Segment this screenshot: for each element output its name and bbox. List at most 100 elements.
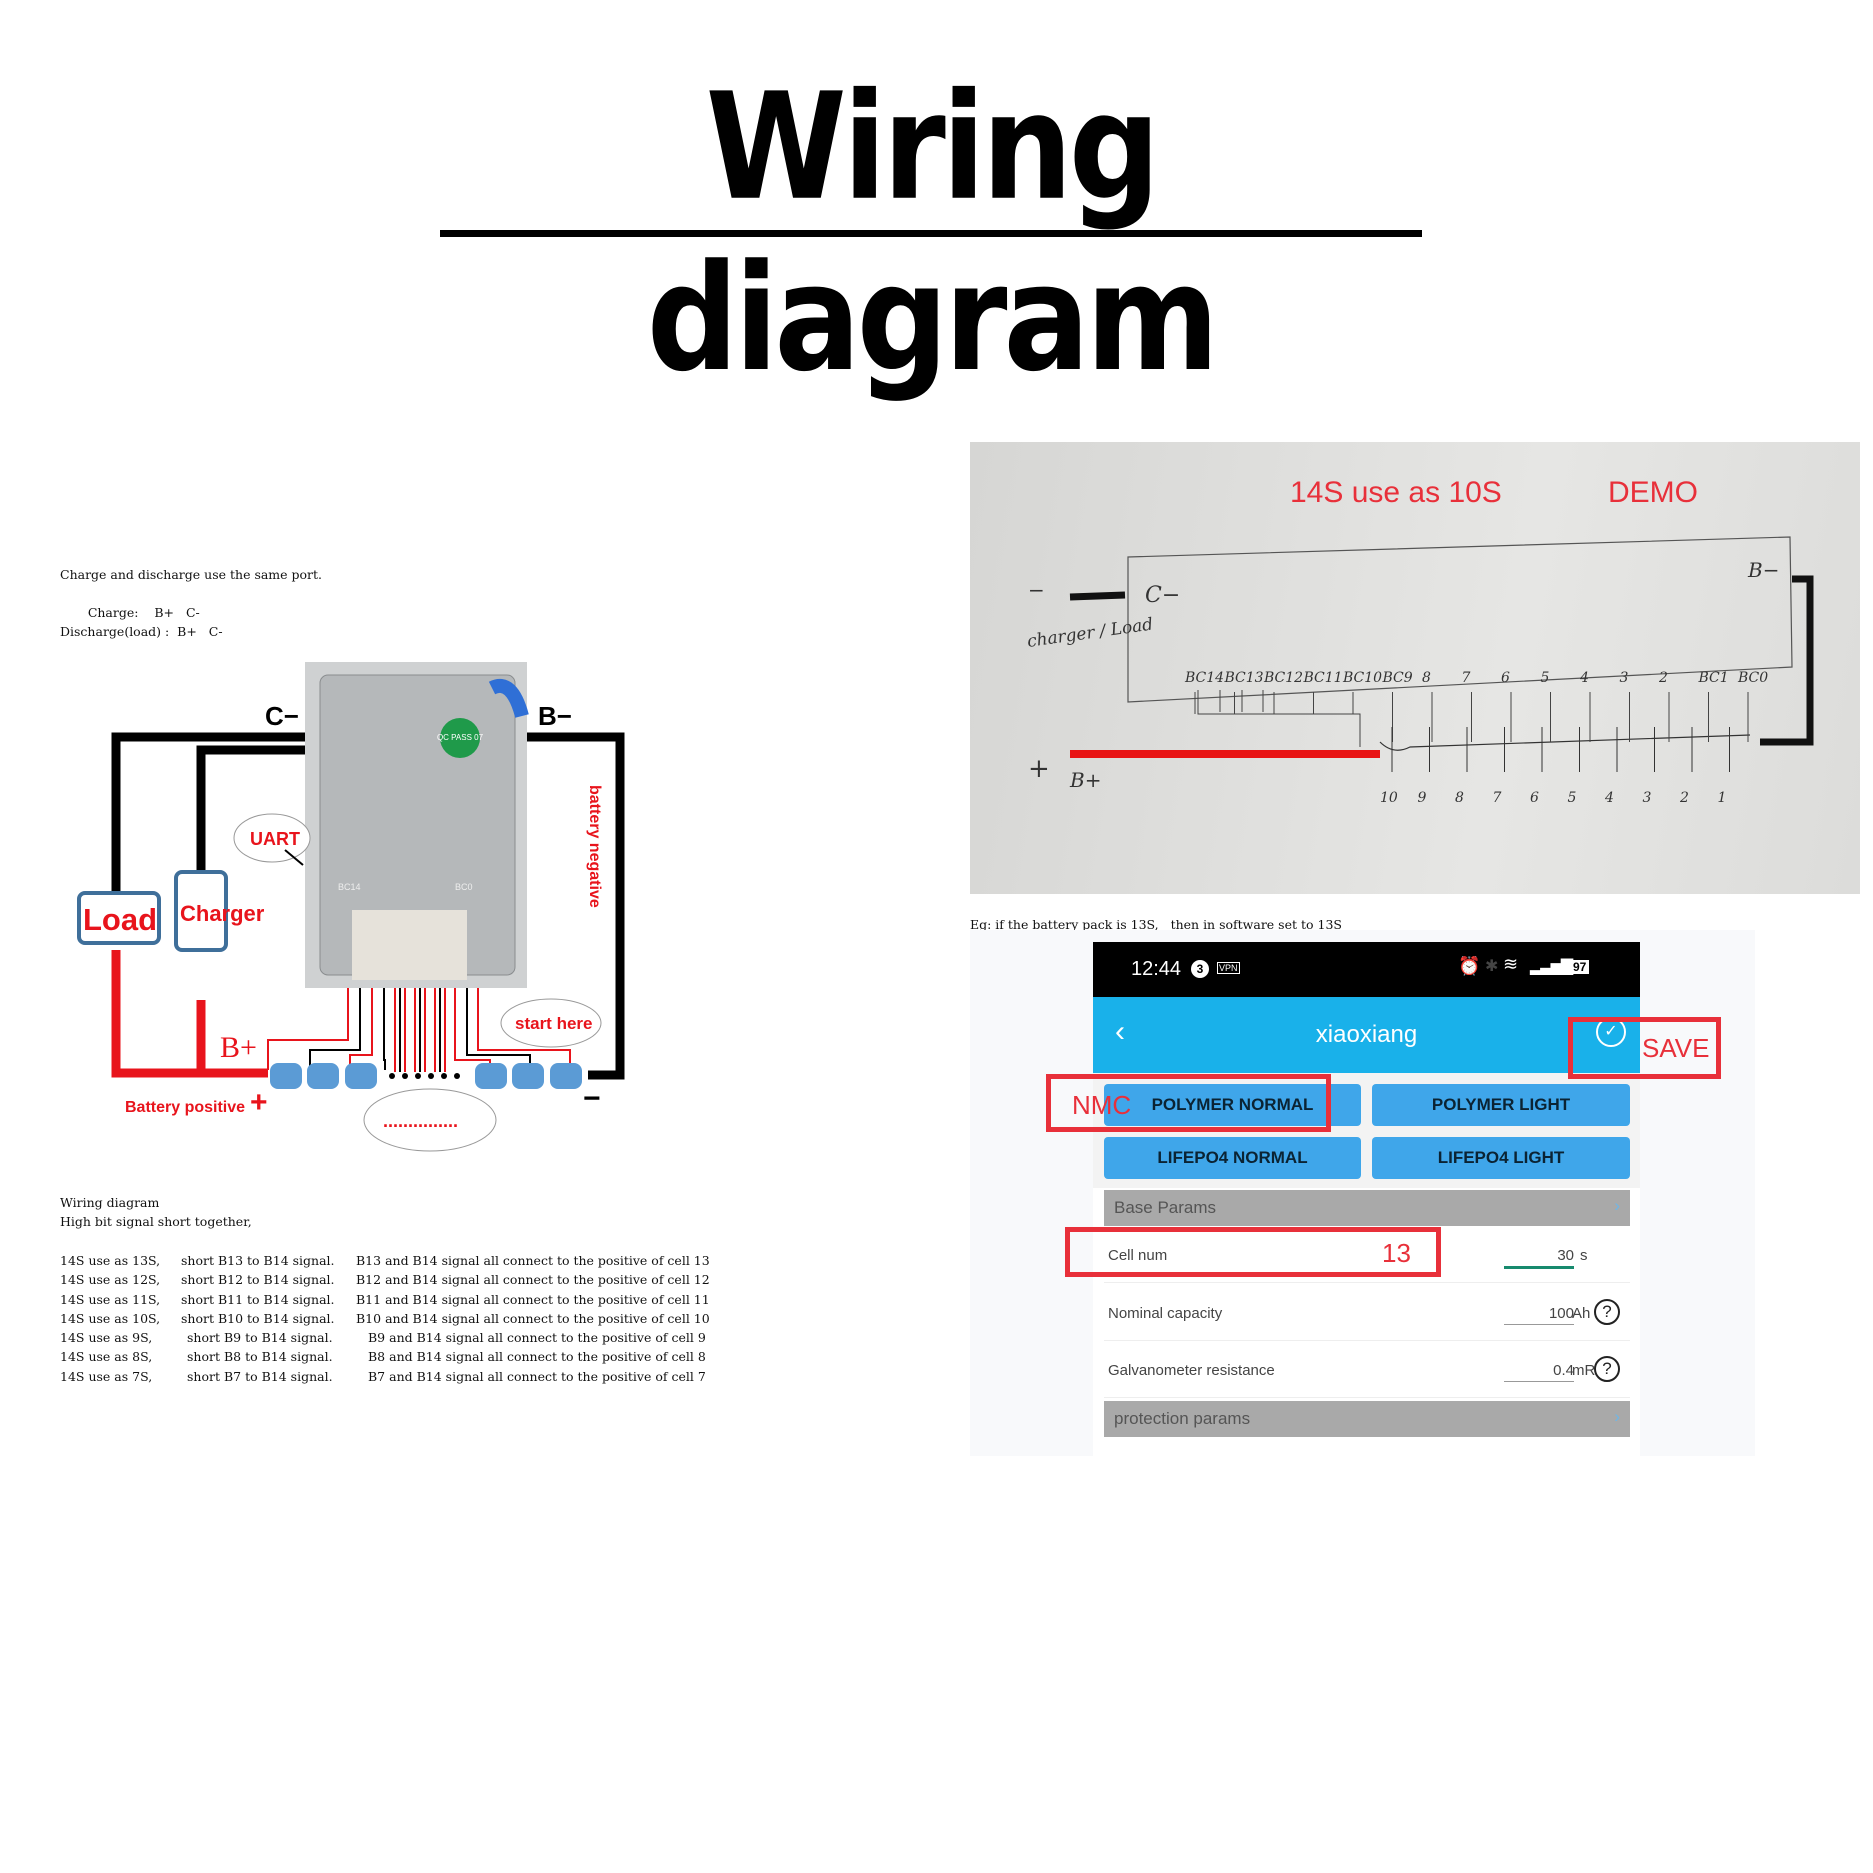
vpn-icon: VPN xyxy=(1217,962,1240,974)
cell-num-input[interactable]: 30 xyxy=(1504,1247,1574,1269)
cell: B13 and B14 signal all connect to the po… xyxy=(356,1253,710,1268)
save-highlight xyxy=(1568,1017,1721,1079)
phone-app-screen: 12:44 3 VPN ⏰ ✱ ≋ ▂▃▅▇ 97 ‹ xiaoxiang ✓ … xyxy=(1093,942,1640,1456)
cell-label: 9 xyxy=(1418,790,1427,806)
bc-label: BC1 xyxy=(1698,670,1729,686)
qc-pass-sticker xyxy=(440,718,480,758)
uart-callout xyxy=(233,813,311,863)
title-underline xyxy=(440,230,1422,237)
preset-lifepo4-normal[interactable]: LIFEPO4 NORMAL xyxy=(1104,1137,1361,1179)
intro-charge: Charge: B+ C- xyxy=(60,605,200,620)
preset-polymer-normal[interactable]: POLYMER NORMAL xyxy=(1104,1084,1361,1126)
back-icon[interactable]: ‹ xyxy=(1115,1015,1125,1048)
cell: B11 and B14 signal all connect to the po… xyxy=(356,1291,710,1307)
preset-polymer-light[interactable]: POLYMER LIGHT xyxy=(1372,1084,1630,1126)
ellipsis-callout xyxy=(363,1088,497,1152)
cell: B10 and B14 signal all connect to the po… xyxy=(356,1310,710,1326)
bc-label: 7 xyxy=(1462,670,1471,686)
app-header: ‹ xiaoxiang ✓ xyxy=(1093,997,1640,1073)
bms-outline xyxy=(1127,536,1793,703)
cell-label: 4 xyxy=(1604,790,1614,806)
alarm-icon: ⏰ xyxy=(1458,956,1481,976)
section-label: Base Params xyxy=(1114,1198,1217,1217)
start-here-callout xyxy=(500,998,602,1048)
intro-line: Charge and discharge use the same port. xyxy=(60,567,323,582)
minus-sign: − xyxy=(583,1082,601,1115)
section-base-params[interactable]: Base Params › xyxy=(1104,1190,1630,1226)
nominal-capacity-row: Nominal capacity 100 Ah ? xyxy=(1104,1287,1630,1341)
cell: B7 and B14 signal all connect to the pos… xyxy=(368,1368,706,1384)
chevron-right-icon: › xyxy=(1614,1196,1620,1215)
notes-heading: Wiring diagram xyxy=(60,1195,160,1210)
intro-discharge: Discharge(load) : B+ C- xyxy=(60,624,223,639)
photo-b-plus: B+ xyxy=(1069,768,1101,792)
galvanometer-label: Galvanometer resistance xyxy=(1108,1362,1275,1379)
ellipsis-label: ............... xyxy=(383,1111,458,1131)
photo-charger-load: charger / Load xyxy=(1026,614,1155,651)
photo-minus: − xyxy=(1028,578,1045,602)
start-here-label: start here xyxy=(515,1014,592,1033)
nmc-highlight xyxy=(1046,1074,1331,1132)
uart-arrow xyxy=(284,849,304,866)
nominal-capacity-label: Nominal capacity xyxy=(1108,1305,1223,1322)
bc-label: BC14 xyxy=(1184,670,1224,686)
cell-label: 6 xyxy=(1530,790,1539,806)
cell: B12 and B14 signal all connect to the po… xyxy=(356,1272,710,1288)
cell-num-label: Cell num xyxy=(1108,1247,1168,1264)
status-bar: 12:44 3 VPN ⏰ ✱ ≋ ▂▃▅▇ 97 xyxy=(1093,942,1640,997)
cell: 14S use as 9S, xyxy=(60,1330,153,1346)
bluetooth-icon: ✱ xyxy=(1485,958,1499,975)
bc-label: 3 xyxy=(1620,670,1629,686)
battery-cells xyxy=(270,1063,582,1089)
cell-label: 5 xyxy=(1568,790,1577,806)
photo-caption: 14S use as 10S xyxy=(1290,476,1502,509)
save-annotation[interactable]: SAVE xyxy=(1642,1033,1710,1063)
cell-num-annotation: 13 xyxy=(1382,1238,1411,1268)
cell: 14S use as 8S, xyxy=(60,1349,153,1365)
cell: short B10 to B14 signal. xyxy=(181,1310,335,1326)
b-minus-label: B− xyxy=(538,701,572,731)
cell-label: 7 xyxy=(1493,790,1502,806)
board-bc0: BC0 xyxy=(455,882,473,892)
cell-num-row: Cell num 30 s xyxy=(1104,1229,1630,1283)
section-protection-params[interactable]: protection params› xyxy=(1104,1401,1630,1437)
cell-label: 3 xyxy=(1643,790,1652,806)
battery-negative-label: battery negative xyxy=(586,785,603,908)
qc-pass-label: QC PASS 07 xyxy=(437,733,484,742)
notes-subheading: High bit signal short together, xyxy=(60,1214,252,1229)
bc-label: BC0 xyxy=(1737,670,1768,686)
c-minus-wire xyxy=(1069,591,1126,601)
cell: B9 and B14 signal all connect to the pos… xyxy=(368,1330,706,1346)
help-icon[interactable]: ? xyxy=(1594,1299,1620,1325)
hand-drawn-wiring-photo: 14S use as 10S DEMO C− B− − + charger / … xyxy=(970,442,1860,894)
section-label: protection params xyxy=(1114,1409,1251,1428)
cell: short B7 to B14 signal. xyxy=(187,1368,333,1384)
cell: short B12 to B14 signal. xyxy=(181,1272,335,1288)
cell: 14S use as 12S, xyxy=(60,1272,161,1288)
balance-connector xyxy=(352,910,467,980)
cell-label: 2 xyxy=(1679,790,1689,806)
status-time: 12:44 xyxy=(1131,958,1182,980)
bc-label: 4 xyxy=(1579,670,1589,686)
page-title: Wiring diagram xyxy=(646,62,1219,405)
bc-label: BC13 xyxy=(1224,670,1264,686)
nominal-capacity-input[interactable]: 100 xyxy=(1504,1305,1574,1325)
photo-demo-label: DEMO xyxy=(1608,476,1698,509)
blue-wire xyxy=(488,679,529,718)
cell: 14S use as 10S, xyxy=(60,1310,161,1326)
wifi-icon: ≋ xyxy=(1503,954,1519,974)
bc-label: BC10 xyxy=(1342,670,1382,686)
help-icon[interactable]: ? xyxy=(1594,1356,1620,1382)
b-plus-label: B+ xyxy=(220,1031,257,1064)
battery-icon: 97 xyxy=(1570,960,1590,974)
cell-label: 10 xyxy=(1380,790,1398,806)
notification-badge: 3 xyxy=(1191,960,1209,978)
preset-lifepo4-light[interactable]: LIFEPO4 LIGHT xyxy=(1372,1137,1630,1179)
galvanometer-input[interactable]: 0.4 xyxy=(1504,1362,1574,1382)
cell: short B8 to B14 signal. xyxy=(187,1349,333,1365)
wires xyxy=(111,732,625,1080)
app-title: xiaoxiang xyxy=(1315,1021,1418,1048)
battery-positive-label: Battery positive xyxy=(125,1099,245,1116)
